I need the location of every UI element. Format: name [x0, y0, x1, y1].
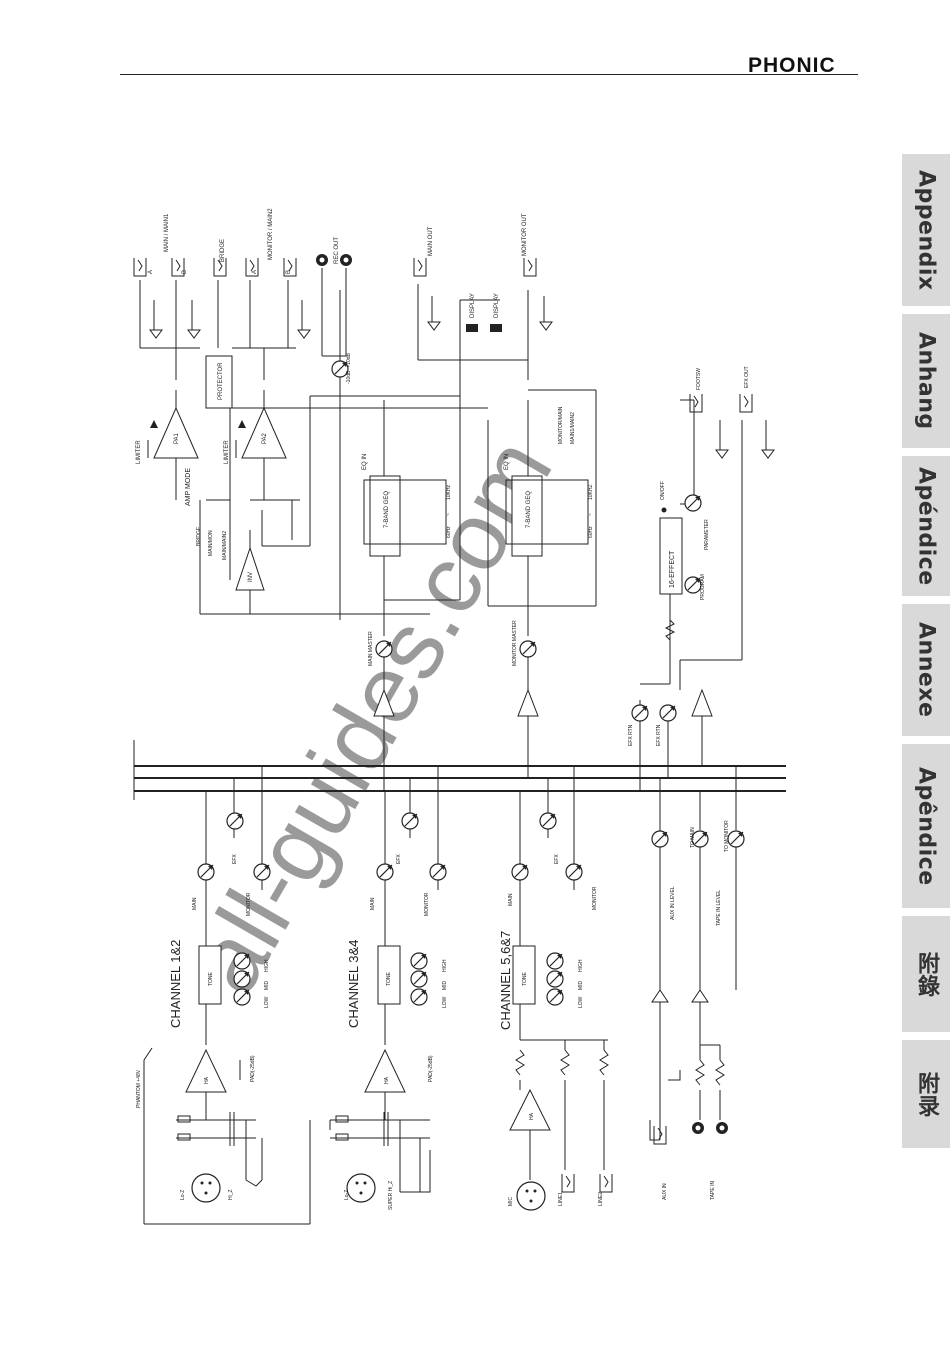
tab-annexe[interactable]: Annexe [902, 604, 950, 736]
diagram-label: PA1 [174, 432, 180, 444]
diagram-label: MAIN [508, 893, 514, 906]
diagram-label: HIGH [442, 959, 448, 972]
diagram-label: MID [442, 980, 448, 990]
diagram-label: MAIN MASTER [368, 631, 374, 666]
diagram-label: PARAMETER [704, 519, 710, 550]
diagram-label: FOOTSW [696, 368, 702, 390]
diagram-label: HIGH [578, 959, 584, 972]
diagram-label: HA [204, 1076, 210, 1084]
channel-3-4-title: CHANNEL 3&4 [346, 940, 361, 1028]
diagram-label: PROGRAM [700, 574, 706, 600]
diagram-label: PAD(-25dB) [250, 1055, 256, 1082]
diagram-label: MONITOR [246, 892, 252, 916]
diagram-label: LOW [264, 996, 270, 1008]
diagram-label: LIMITER [224, 440, 230, 464]
diagram-label: TONE [522, 972, 528, 986]
brand-logo: PHONIC [748, 54, 836, 77]
diagram-label: TO MAIN [690, 827, 696, 848]
diagram-label: DISPLAY [494, 293, 500, 318]
diagram-label: 10KHZ [588, 484, 594, 500]
diagram-label: Hi_Z [228, 1189, 234, 1200]
diagram-label: MAIN [370, 897, 376, 910]
diagram-label: BRIDGE [220, 239, 226, 262]
diagram-label: 10KHz [446, 484, 452, 500]
diagram-label: B [182, 270, 188, 274]
diagram-label: MIC [508, 1196, 514, 1206]
diagram-label: MONITOR [592, 886, 598, 910]
diagram-label: MAIN OUT [428, 226, 434, 256]
diagram-label: TO MONITOR [724, 820, 730, 852]
diagram-label: MONITOR OUT [522, 213, 528, 256]
diagram-label: 60Hz [446, 526, 452, 538]
diagram-label: AUX IN [662, 1183, 668, 1200]
diagram-label: HIGH [264, 959, 270, 972]
diagram-label: EFX [554, 854, 560, 864]
diagram-label: MONITOR / MAIN2 [268, 208, 274, 260]
diagram-label: ON/OFF [660, 481, 666, 500]
diagram-label: MID [578, 980, 584, 990]
diagram-label: MONITOR [424, 892, 430, 916]
diagram-label: 60Hz [588, 526, 594, 538]
diagram-label: HA [384, 1076, 390, 1084]
diagram-label: EFX OUT [744, 366, 750, 388]
tab-apendice-es[interactable]: Apéndice [902, 456, 950, 596]
diagram-label: MONITOR/MAIN [558, 406, 564, 444]
diagram-label: MONITOR MASTER [512, 620, 518, 666]
tab-appendix[interactable]: Appendix [902, 154, 950, 306]
diagram-label: MAIN/MAIN2 [222, 531, 228, 560]
diagram-label: TAPE IN LEVEL [716, 890, 722, 926]
diagram-label: LOW [442, 996, 448, 1008]
tab-anhang[interactable]: Anhang [902, 314, 950, 448]
diagram-label: PROTECTOR [218, 362, 224, 400]
diagram-label: AUX IN LEVEL [670, 886, 676, 920]
diagram-label: HA [529, 1112, 535, 1120]
diagram-label: B [286, 270, 292, 274]
diagram-label: EFX [396, 854, 402, 864]
tab-fulu-traditional[interactable]: 附錄 [902, 916, 950, 1032]
diagram-label: EFX RTN [656, 724, 662, 746]
channel-1-2-title: CHANNEL 1&2 [168, 940, 183, 1028]
diagram-label: DISPLAY [470, 293, 476, 318]
tab-fulu-simplified[interactable]: 附录 [902, 1040, 950, 1148]
diagram-label: EQ IN [504, 454, 510, 470]
diagram-label: SUPER Hi_Z [388, 1181, 394, 1210]
diagram-label: ~ [446, 513, 452, 516]
diagram-label: PAD(-25dB) [428, 1055, 434, 1082]
diagram-label: PHANTOM +48V [136, 1069, 142, 1108]
tab-apendice-pt[interactable]: Apêndice [902, 744, 950, 908]
diagram-label: -10dB~+10dB [346, 352, 352, 384]
diagram-label: Lo-Z [180, 1190, 186, 1200]
diagram-label: REC OUT [334, 237, 340, 264]
diagram-label: INV [248, 572, 254, 582]
diagram-label: A [252, 270, 258, 274]
diagram-label: 7-BAND GEQ [384, 491, 390, 528]
diagram-label: LOW [578, 996, 584, 1008]
diagram-label: 7-BAND GEQ [526, 491, 532, 528]
diagram-label: EQ IN [362, 454, 368, 470]
diagram-label: MAIN/MON [208, 530, 214, 556]
diagram-label: PA2 [262, 432, 268, 444]
header-rule [120, 74, 858, 75]
diagram-label: MID [264, 980, 270, 990]
diagram-label: MAIN1/MAIN2 [570, 412, 576, 444]
diagram-label: ~ [588, 513, 594, 516]
diagram-label: LINE2 [598, 1192, 604, 1206]
diagram-label: TONE [208, 972, 214, 986]
diagram-label: 16-EFFECT [669, 550, 676, 588]
diagram-label: TAPE IN [710, 1181, 716, 1200]
diagram-label: AMP MODE [185, 468, 192, 506]
diagram-label: LINE1 [558, 1192, 564, 1206]
diagram-label: A [148, 270, 154, 274]
diagram-label: MAIN [192, 897, 198, 910]
diagram-label: Lo-Z [344, 1190, 350, 1200]
diagram-label: LIMITER [136, 440, 142, 464]
diagram-label: EFX RTN [628, 724, 634, 746]
diagram-label: EFX [232, 854, 238, 864]
diagram-label: TONE [386, 972, 392, 986]
diagram-label: BRIDGE [196, 526, 202, 546]
channel-5-6-7-title: CHANNEL 5,6&7 [498, 931, 513, 1030]
diagram-label: MAIN / MAIN1 [164, 213, 170, 252]
